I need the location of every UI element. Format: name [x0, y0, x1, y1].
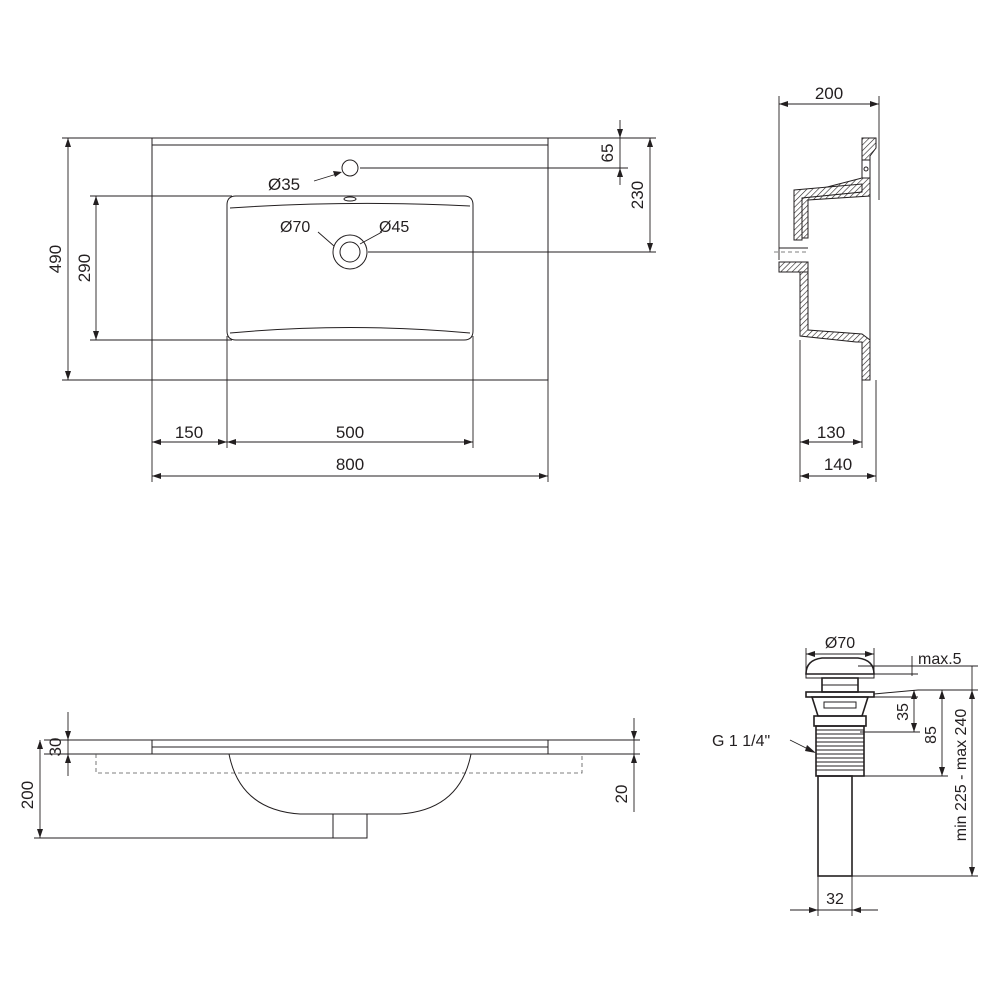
drain-inner — [339, 241, 361, 263]
cap-diameter-label: Ø70 — [825, 635, 855, 652]
drain-outer-diameter-label: Ø70 — [280, 219, 310, 236]
bowl-outline — [226, 195, 474, 341]
tap-hole-offset-label: 65 — [598, 144, 617, 163]
bowl-wall-section — [779, 261, 871, 381]
drain-detail: Ø70 max.5 35 85 min 225 - max 240 G 1 1/… — [712, 635, 978, 916]
total-depth-label: 490 — [46, 245, 65, 273]
adjustable-length-label: min 225 - max 240 — [953, 709, 970, 842]
bowl-width-label: 500 — [336, 423, 364, 442]
basin-outline — [151, 137, 549, 381]
front-bowl — [228, 753, 472, 815]
front-height-label: 200 — [18, 781, 37, 809]
inner-depth-label: 130 — [817, 423, 845, 442]
drain-outer — [332, 234, 368, 270]
cap-max-label: max.5 — [918, 651, 962, 668]
drain-offset-label: 230 — [628, 181, 647, 209]
thread-spec-label: G 1 1/4" — [712, 733, 770, 750]
side-section: 200 130 140 — [774, 84, 880, 482]
pipe-diameter-label: 32 — [826, 891, 844, 908]
drain-inner-diameter-label: Ø45 — [379, 219, 409, 236]
drain-stub — [332, 813, 368, 839]
total-width-label: 800 — [336, 455, 364, 474]
rim-thickness-label: 30 — [46, 738, 65, 757]
back-wall-section — [861, 137, 877, 161]
left-offset-label: 150 — [175, 423, 203, 442]
tap-hole-diameter-label: Ø35 — [268, 175, 300, 194]
outer-depth-label: 140 — [824, 455, 852, 474]
thread-length-label: 85 — [923, 726, 940, 744]
drain-cap — [805, 657, 875, 675]
section-depth-label: 200 — [815, 84, 843, 103]
lip-height-label: 20 — [612, 785, 631, 804]
cap-height-label: 35 — [895, 703, 912, 721]
top-view: Ø35 Ø70 Ø45 65 230 490 290 — [46, 120, 656, 482]
front-view: 30 200 20 — [18, 712, 640, 839]
bowl-depth-label: 290 — [75, 254, 94, 282]
overflow-slot — [343, 196, 357, 202]
drain-pipe — [817, 775, 853, 877]
cabinet-outline — [95, 754, 583, 774]
tap-hole — [341, 159, 359, 177]
